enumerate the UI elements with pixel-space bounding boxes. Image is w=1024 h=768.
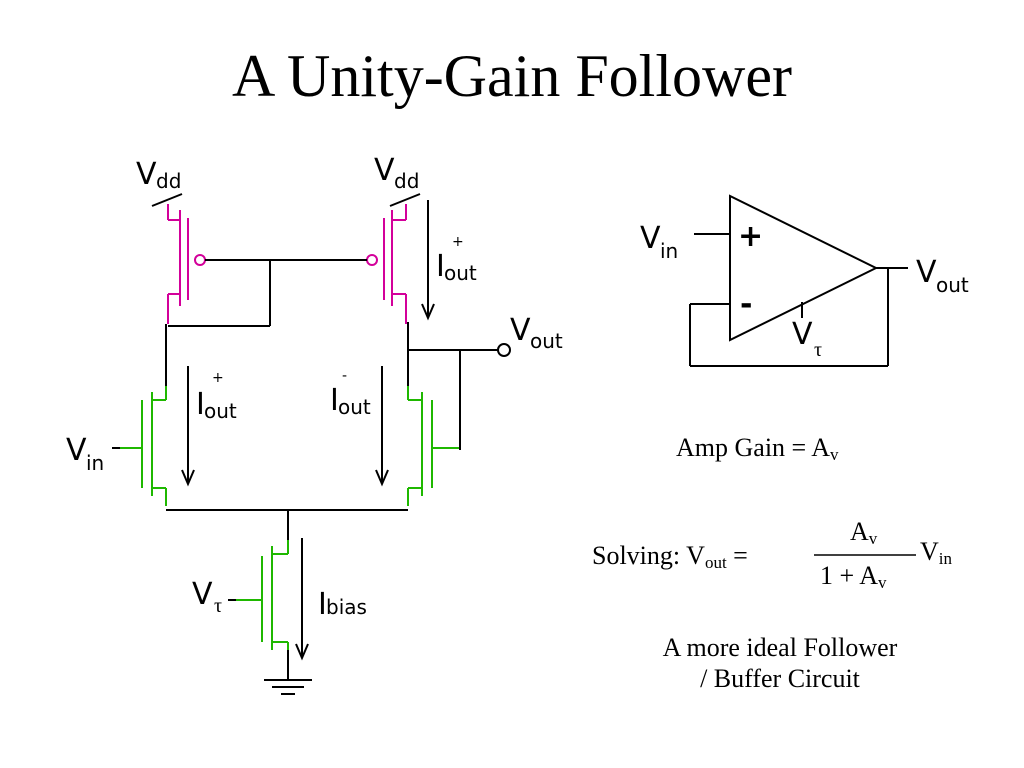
- svg-text:V: V: [510, 313, 531, 348]
- svg-text:out: out: [444, 261, 477, 285]
- opamp-vout-label: V out: [916, 255, 969, 297]
- current-arrows: [181, 200, 435, 661]
- svg-text:out: out: [936, 273, 969, 297]
- slide-title: A Unity-Gain Follower: [232, 43, 792, 109]
- svg-text:in: in: [86, 451, 104, 475]
- svg-text:+: +: [212, 370, 224, 386]
- svg-text:out: out: [530, 329, 563, 353]
- svg-text:in: in: [660, 239, 678, 263]
- opamp-minus-sign: -: [740, 287, 752, 322]
- opamp-vtau-label: V τ: [792, 317, 822, 361]
- svg-text:dd: dd: [156, 169, 181, 193]
- svg-text:τ: τ: [814, 339, 822, 361]
- pmos-right-transistor: [366, 204, 407, 324]
- opamp-vin-label: V in: [640, 221, 678, 263]
- svg-text:I: I: [330, 383, 339, 418]
- vin-label: V in: [66, 433, 104, 475]
- svg-text:bias: bias: [326, 595, 367, 619]
- iout-plus-left-label: I out +: [196, 370, 237, 423]
- nmos-left-transistor: [118, 384, 167, 506]
- vdd-right-label: V dd: [374, 153, 419, 193]
- svg-text:+: +: [452, 234, 464, 250]
- iout-minus-label: I out -: [330, 368, 371, 419]
- svg-text:-: -: [342, 368, 347, 384]
- svg-text:V: V: [640, 221, 661, 256]
- ibias-label: I bias: [318, 587, 367, 622]
- circuit-wires: [112, 193, 498, 695]
- amp-gain-text: Amp Gain = Av: [676, 433, 839, 464]
- opamp-symbol: [689, 194, 908, 367]
- svg-text:dd: dd: [394, 169, 419, 193]
- vout-label: V out: [510, 313, 563, 353]
- caption-line-2: / Buffer Circuit: [700, 664, 860, 694]
- svg-text:I: I: [318, 587, 327, 622]
- svg-text:I: I: [196, 387, 205, 422]
- fraction-numerator: Av: [850, 517, 878, 548]
- vtau-label: V τ: [192, 577, 222, 617]
- svg-text:V: V: [374, 153, 395, 188]
- svg-text:V: V: [136, 157, 157, 192]
- nmos-bias-transistor: [234, 538, 289, 650]
- fraction-rhs: Vin: [920, 537, 953, 568]
- svg-text:V: V: [916, 255, 937, 290]
- svg-text:V: V: [192, 577, 213, 612]
- svg-text:V: V: [792, 317, 813, 352]
- vout-terminal: [497, 343, 511, 357]
- nmos-right-transistor: [407, 384, 460, 506]
- opamp-plus-sign: +: [738, 219, 763, 254]
- vdd-left-label: V dd: [136, 157, 181, 193]
- svg-text:out: out: [338, 395, 371, 419]
- pmos-left-transistor: [167, 204, 206, 324]
- iout-plus-top-label: I out +: [436, 234, 477, 285]
- caption-line-1: A more ideal Follower: [662, 633, 898, 662]
- svg-text:I: I: [436, 249, 445, 284]
- svg-text:V: V: [66, 433, 87, 468]
- caption: A more ideal Follower / Buffer Circuit: [600, 632, 960, 694]
- svg-text:out: out: [204, 399, 237, 423]
- solving-text: Solving: Vout =: [592, 541, 748, 572]
- svg-text:τ: τ: [214, 595, 222, 617]
- fraction-denominator: 1 + Av: [820, 561, 887, 592]
